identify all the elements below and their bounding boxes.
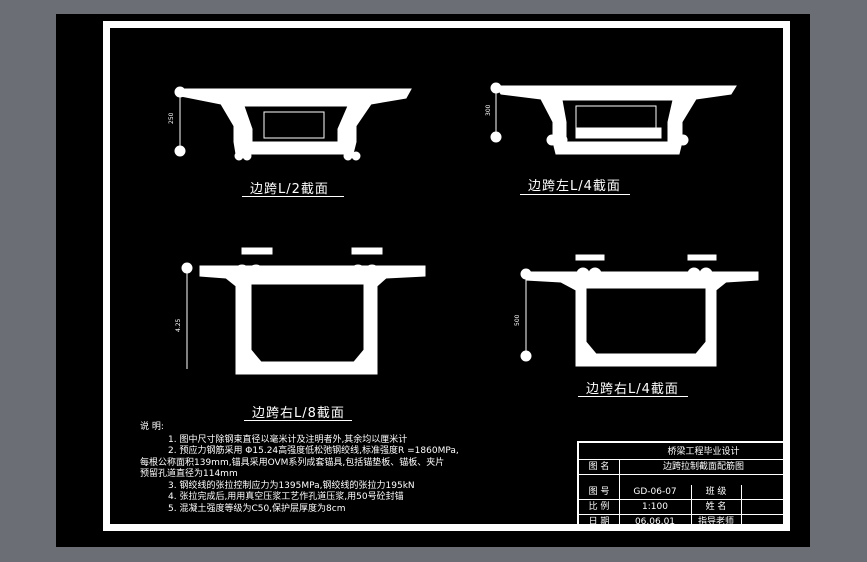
midspan-section: 250 xyxy=(168,86,412,161)
title-block-project-row: 桥梁工程毕业设计 xyxy=(579,445,788,460)
notes-header: 说 明: xyxy=(140,422,164,432)
note-line: 3. 钢绞线的张拉控制应力为1395MPa,钢绞线的张拉力195kN xyxy=(168,480,415,491)
midspan-height-dim: 250 xyxy=(168,112,175,124)
note-line: 预留孔道直径为114mm xyxy=(140,469,238,479)
note-line: 每根公称面积139mm,锚具采用OVM系列成套锚具,包括锚垫板、锚板、夹片 xyxy=(140,457,445,468)
scale-label: 比 例 xyxy=(588,502,610,512)
left-quarter-section: 300 xyxy=(485,82,737,155)
right-quarter-section: 500 xyxy=(514,254,759,367)
drawing-number-label: 图 号 xyxy=(588,487,610,497)
note-line: 2. 预应力钢筋采用 Φ15.24高强度低松弛钢绞线,标准强度R =1860MP… xyxy=(168,446,459,456)
drawing-name-label: 图 名 xyxy=(588,462,610,472)
section-drawings: 250 300 4.25 xyxy=(168,82,759,375)
class-label: 班 级 xyxy=(705,487,727,497)
design-notes: 说 明: 1. 图中尺寸除钢束直径以毫米计及注明者外,其余均以厘米计 2. 预应… xyxy=(140,422,580,515)
title-block-number-row: 图 号 GD-06-07 班 级 xyxy=(579,485,788,500)
date-value: 06.06.01 xyxy=(634,517,676,527)
left-quarter-title-underline xyxy=(520,194,630,195)
scale-value: 1:100 xyxy=(642,502,668,512)
note-line: 5. 混凝土强度等级为C50,保护层厚度为8cm xyxy=(168,503,346,514)
midspan-section-title: 边跨L/2截面 xyxy=(250,182,329,197)
right-quarter-height-dim: 500 xyxy=(514,314,521,326)
note-line: 1. 图中尺寸除钢束直径以毫米计及注明者外,其余均以厘米计 xyxy=(168,434,408,445)
title-block-divider xyxy=(741,485,742,530)
midspan-title-underline xyxy=(242,196,344,197)
right-eighth-section: 4.25 xyxy=(175,247,426,375)
title-block-date-row: 日 期 06.06.01 指导老师 xyxy=(579,515,788,529)
title-block-scale-row: 比 例 1:100 姓 名 xyxy=(579,500,788,515)
right-eighth-title-underline xyxy=(244,420,352,421)
title-block-name-row: 图 名 边跨拉制截面配筋图 xyxy=(579,460,788,475)
title-block-divider xyxy=(619,460,620,530)
right-eighth-section-title: 边跨右L/8截面 xyxy=(252,406,345,421)
right-quarter-section-title: 边跨右L/4截面 xyxy=(586,382,679,397)
cad-viewport[interactable]: 250 300 4.25 xyxy=(56,14,810,547)
right-quarter-title-underline xyxy=(578,396,688,397)
note-line: 4. 张拉完成后,用用真空压浆工艺作孔道压浆,用50号砼封锚 xyxy=(168,492,404,502)
title-block-divider xyxy=(691,485,692,530)
title-block: 桥梁工程毕业设计 图 名 边跨拉制截面配筋图 图 号 GD-06-07 班 级 … xyxy=(577,441,790,530)
name-label: 姓 名 xyxy=(705,502,727,512)
advisor-label: 指导老师 xyxy=(697,517,734,527)
project-name: 桥梁工程毕业设计 xyxy=(667,447,740,457)
drawing-sheet-border xyxy=(103,21,790,531)
left-quarter-section-title: 边跨左L/4截面 xyxy=(528,179,621,194)
date-label: 日 期 xyxy=(588,517,610,527)
drawing-name-value: 边跨拉制截面配筋图 xyxy=(662,462,744,472)
left-quarter-height-dim: 300 xyxy=(485,104,492,116)
right-eighth-height-dim: 4.25 xyxy=(175,318,182,332)
drawing-number-value: GD-06-07 xyxy=(633,487,677,497)
